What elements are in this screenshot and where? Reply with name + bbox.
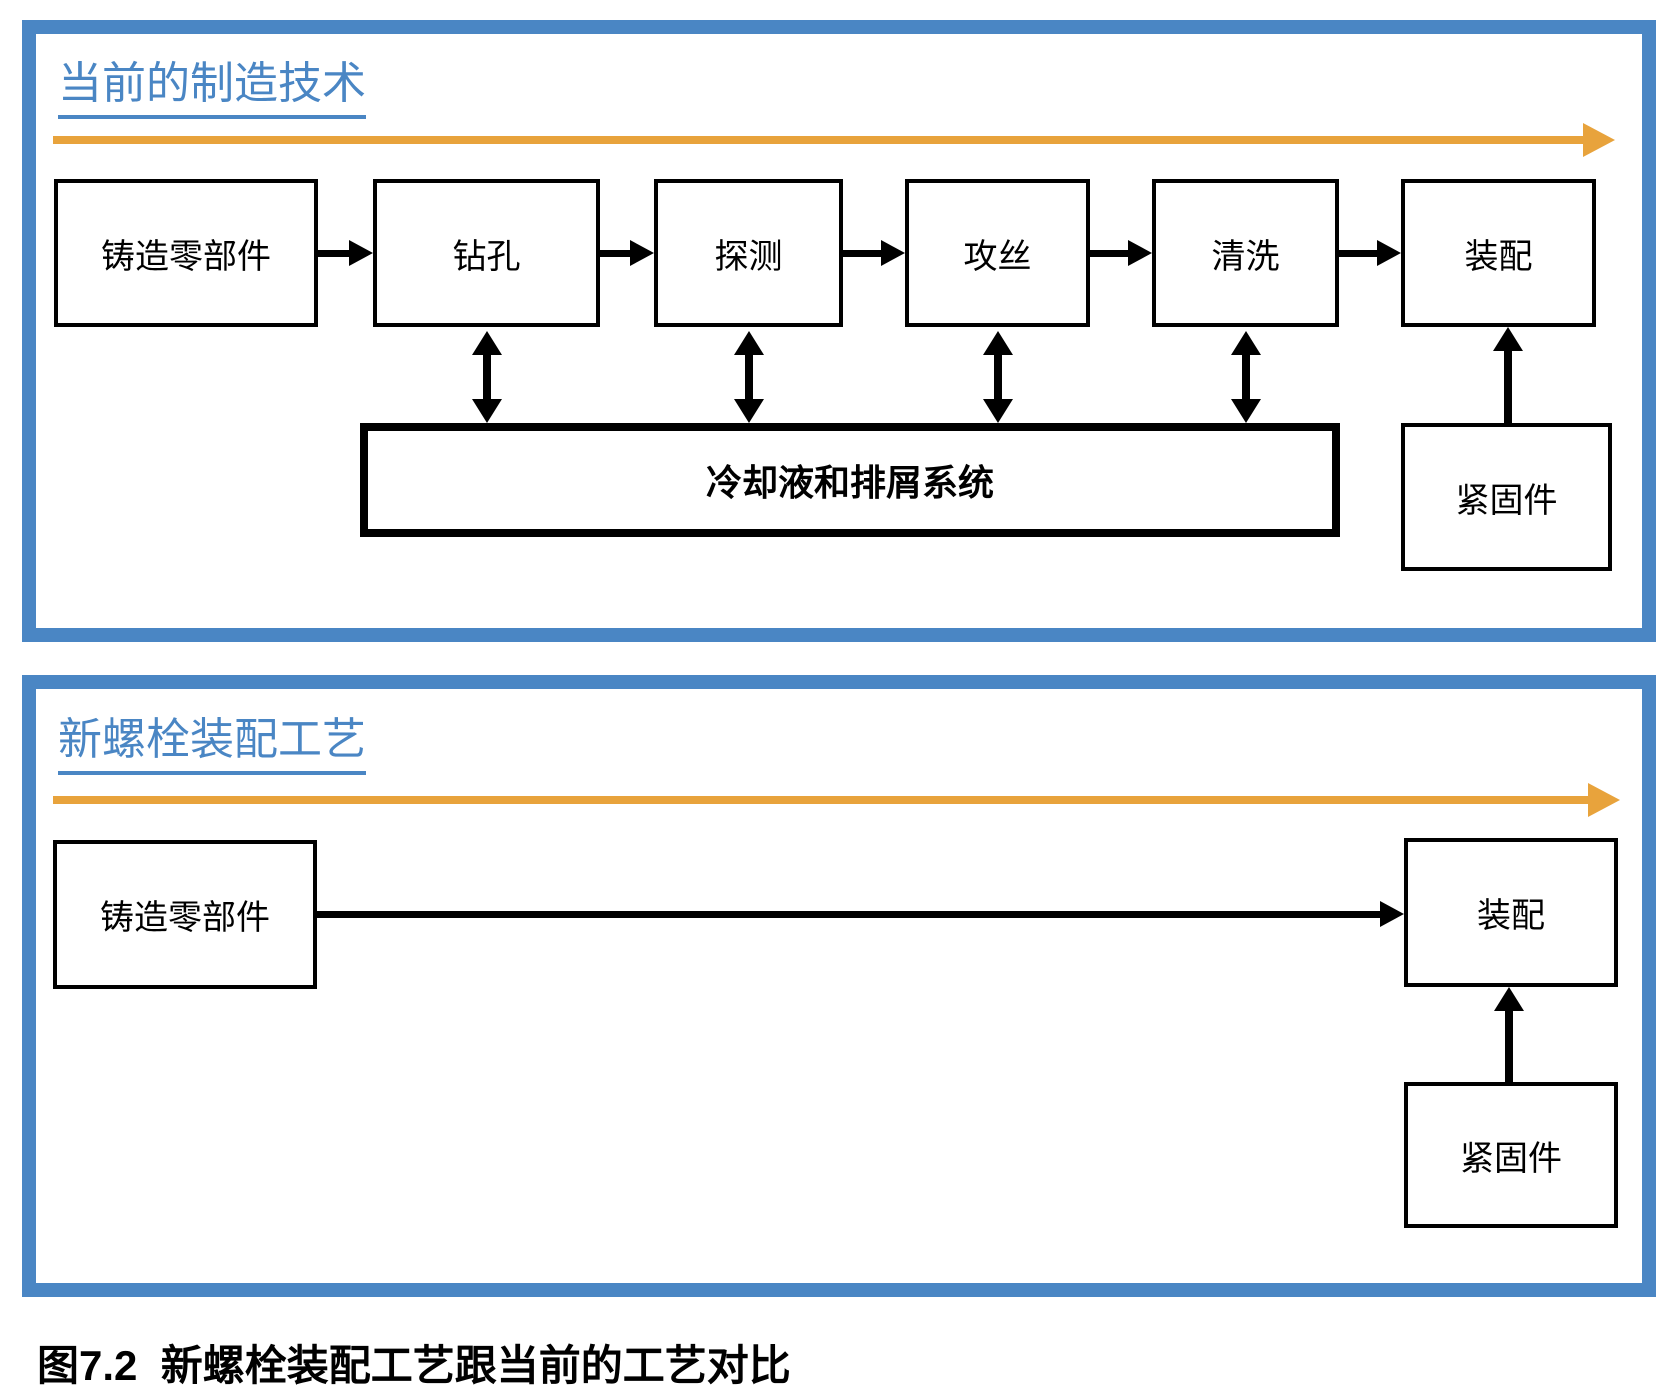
arrow-shaft <box>1242 351 1250 403</box>
timeline-arrowhead-icon <box>1588 783 1620 817</box>
arrowhead-down-icon <box>983 399 1013 423</box>
arrowhead-icon <box>1380 901 1404 927</box>
arrow-up-icon <box>1493 327 1523 423</box>
arrowhead-icon <box>349 240 373 266</box>
process-box-drilling: 钻孔 <box>373 179 600 327</box>
arrow-shaft <box>1339 250 1381 257</box>
process-box-cast-parts: 铸造零部件 <box>53 840 317 989</box>
process-box-probing: 探测 <box>654 179 843 327</box>
arrow-shaft <box>1504 347 1512 423</box>
arrow-right-icon <box>1090 240 1152 266</box>
timeline-arrow-shaft <box>53 136 1587 144</box>
figure-caption: 图7.2 新螺栓装配工艺跟当前的工艺对比 <box>37 1342 791 1389</box>
arrow-shaft <box>318 250 353 257</box>
fastener-box: 紧固件 <box>1404 1082 1618 1228</box>
arrow-shaft <box>1505 1007 1513 1082</box>
arrow-shaft <box>600 250 634 257</box>
double-arrow-icon <box>1231 331 1261 423</box>
timeline-arrow-icon <box>53 783 1620 817</box>
arrow-shaft <box>317 911 1384 918</box>
fastener-box: 紧固件 <box>1401 423 1612 571</box>
arrow-shaft <box>1090 250 1132 257</box>
panel-new-title: 新螺栓装配工艺 <box>58 715 366 776</box>
arrowhead-down-icon <box>734 399 764 423</box>
process-box-cast-parts: 铸造零部件 <box>54 179 318 327</box>
timeline-arrowhead-icon <box>1583 123 1615 157</box>
timeline-arrow-icon <box>53 123 1615 157</box>
panel-current-title: 当前的制造技术 <box>58 59 366 120</box>
process-box-assembly: 装配 <box>1404 838 1618 987</box>
arrow-right-icon <box>1339 240 1401 266</box>
arrow-shaft <box>994 351 1002 403</box>
arrowhead-down-icon <box>1231 399 1261 423</box>
arrow-right-icon <box>843 240 905 266</box>
double-arrow-icon <box>472 331 502 423</box>
arrow-right-icon <box>317 901 1404 927</box>
arrowhead-icon <box>1377 240 1401 266</box>
arrow-shaft <box>483 351 491 403</box>
arrowhead-icon <box>1128 240 1152 266</box>
arrow-shaft <box>843 250 885 257</box>
timeline-arrow-shaft <box>53 796 1592 804</box>
arrowhead-icon <box>881 240 905 266</box>
arrow-right-icon <box>600 240 654 266</box>
process-box-tapping: 攻丝 <box>905 179 1090 327</box>
double-arrow-icon <box>983 331 1013 423</box>
arrow-shaft <box>745 351 753 403</box>
arrow-right-icon <box>318 240 373 266</box>
arrowhead-icon <box>630 240 654 266</box>
arrowhead-down-icon <box>472 399 502 423</box>
process-box-assembly: 装配 <box>1401 179 1596 327</box>
arrow-up-icon <box>1494 987 1524 1082</box>
coolant-chip-system-box: 冷却液和排屑系统 <box>360 423 1340 537</box>
double-arrow-icon <box>734 331 764 423</box>
panel-current-process <box>22 20 1656 642</box>
process-box-cleaning: 清洗 <box>1152 179 1339 327</box>
